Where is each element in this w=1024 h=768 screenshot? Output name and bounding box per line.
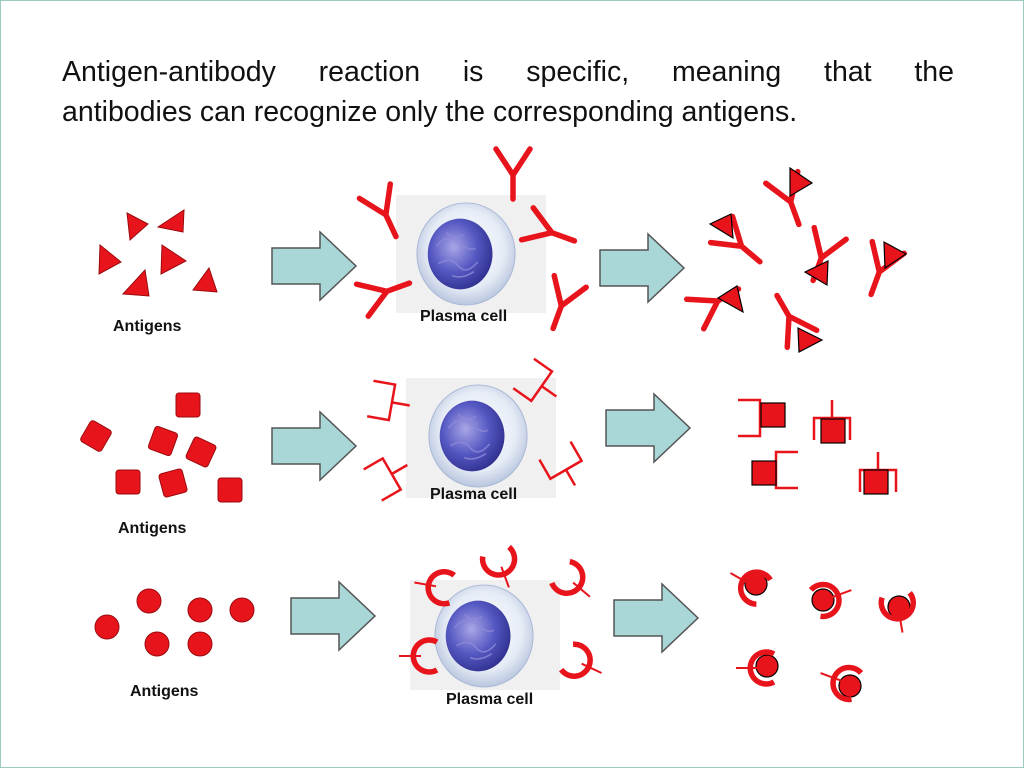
antigen-triangle bbox=[716, 285, 744, 314]
antigen-triangle bbox=[789, 166, 814, 198]
heading-text: Antigen-antibody reaction is specific, m… bbox=[62, 52, 954, 132]
antigen-triangle bbox=[98, 243, 122, 275]
arrow-row-1-a bbox=[271, 231, 357, 301]
antigen-circle bbox=[229, 597, 255, 623]
arrow-row-3-a bbox=[290, 581, 376, 651]
plasma-cell-2 bbox=[428, 384, 528, 488]
antigen-square bbox=[751, 460, 777, 486]
antigen-square bbox=[185, 436, 217, 468]
antigen-triangle bbox=[121, 268, 150, 297]
antigen-triangle bbox=[160, 244, 187, 275]
antigen-circle bbox=[838, 674, 862, 698]
antigen-circle bbox=[144, 631, 170, 657]
antigen-triangle bbox=[192, 266, 218, 293]
antigens-label-2: Antigens bbox=[118, 520, 187, 537]
antigen-circle bbox=[811, 588, 835, 612]
plasma-cell-1 bbox=[416, 202, 516, 306]
antigen-square bbox=[158, 468, 188, 498]
antigen-triangle bbox=[126, 212, 149, 242]
antigen-triangle bbox=[797, 327, 824, 353]
antibody-c bbox=[560, 642, 608, 687]
antigen-square bbox=[80, 420, 112, 452]
plasma-cell-label-1: Plasma cell bbox=[420, 308, 508, 325]
row-3-complexes bbox=[722, 559, 918, 701]
antigen-square bbox=[863, 469, 889, 495]
antigen-square bbox=[175, 392, 201, 418]
antigen-circle bbox=[755, 654, 779, 678]
antigen-square bbox=[217, 477, 243, 503]
heading-line-1: Antigen-antibody reaction is specific, m… bbox=[62, 56, 954, 88]
row-1-antigens bbox=[98, 209, 218, 297]
arrow-row-2-b bbox=[605, 393, 691, 463]
arrow-row-2-a bbox=[271, 411, 357, 481]
row-2-antigens bbox=[80, 392, 243, 503]
antigen-circle bbox=[187, 597, 213, 623]
antigens-label-1: Antigens bbox=[113, 318, 182, 335]
arrow-row-1-b bbox=[599, 233, 685, 303]
plasma-cell-label-3: Plasma cell bbox=[446, 691, 534, 708]
antigen-square bbox=[115, 469, 141, 495]
antigen-square bbox=[147, 425, 179, 457]
antigen-square bbox=[820, 418, 846, 444]
antigen-triangle bbox=[156, 209, 185, 233]
plasma-cell-3 bbox=[434, 584, 534, 688]
antigen-triangle bbox=[803, 260, 829, 287]
antigens-label-3: Antigens bbox=[130, 683, 199, 700]
antigen-circle bbox=[94, 614, 120, 640]
antigen-square bbox=[760, 402, 786, 428]
plasma-cell-label-2: Plasma cell bbox=[430, 486, 518, 503]
row-3-antigens bbox=[94, 588, 255, 657]
row-2-complexes bbox=[736, 398, 898, 495]
antigen-circle bbox=[136, 588, 162, 614]
arrow-row-3-b bbox=[613, 583, 699, 653]
row-1-complexes bbox=[687, 166, 908, 353]
heading-line-2: antibodies can recognize only the corres… bbox=[62, 96, 798, 128]
antigen-triangle bbox=[708, 213, 734, 240]
antigen-triangle bbox=[883, 240, 908, 270]
antigen-circle bbox=[187, 631, 213, 657]
antibody-bracket bbox=[365, 379, 415, 425]
antibody-y bbox=[496, 149, 530, 199]
